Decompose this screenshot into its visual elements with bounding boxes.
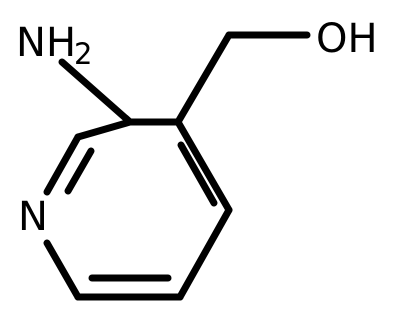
bond-c4-c5 (176, 206, 233, 301)
amine-h-label: H (46, 20, 76, 66)
bond-c3-c4-inner (177, 141, 218, 207)
amine-h-count: 2 (74, 37, 92, 71)
bond-c3-c4 (174, 118, 233, 214)
atom-labels: N H 2 N OH (16, 16, 378, 240)
bond-c3-ch2 (174, 31, 233, 126)
bond-c6-n1 (43, 239, 82, 301)
bond-n1-c2-inner (64, 147, 95, 195)
bond-c2-amine (58, 58, 134, 126)
amine-n-label: N (16, 20, 46, 66)
ring-n-label: N (18, 194, 48, 240)
bond-c2-c3-lower (74, 118, 134, 141)
hydroxyl-label: OH (316, 16, 378, 62)
bonds (43, 31, 311, 301)
bond-n1-c2 (43, 133, 82, 196)
